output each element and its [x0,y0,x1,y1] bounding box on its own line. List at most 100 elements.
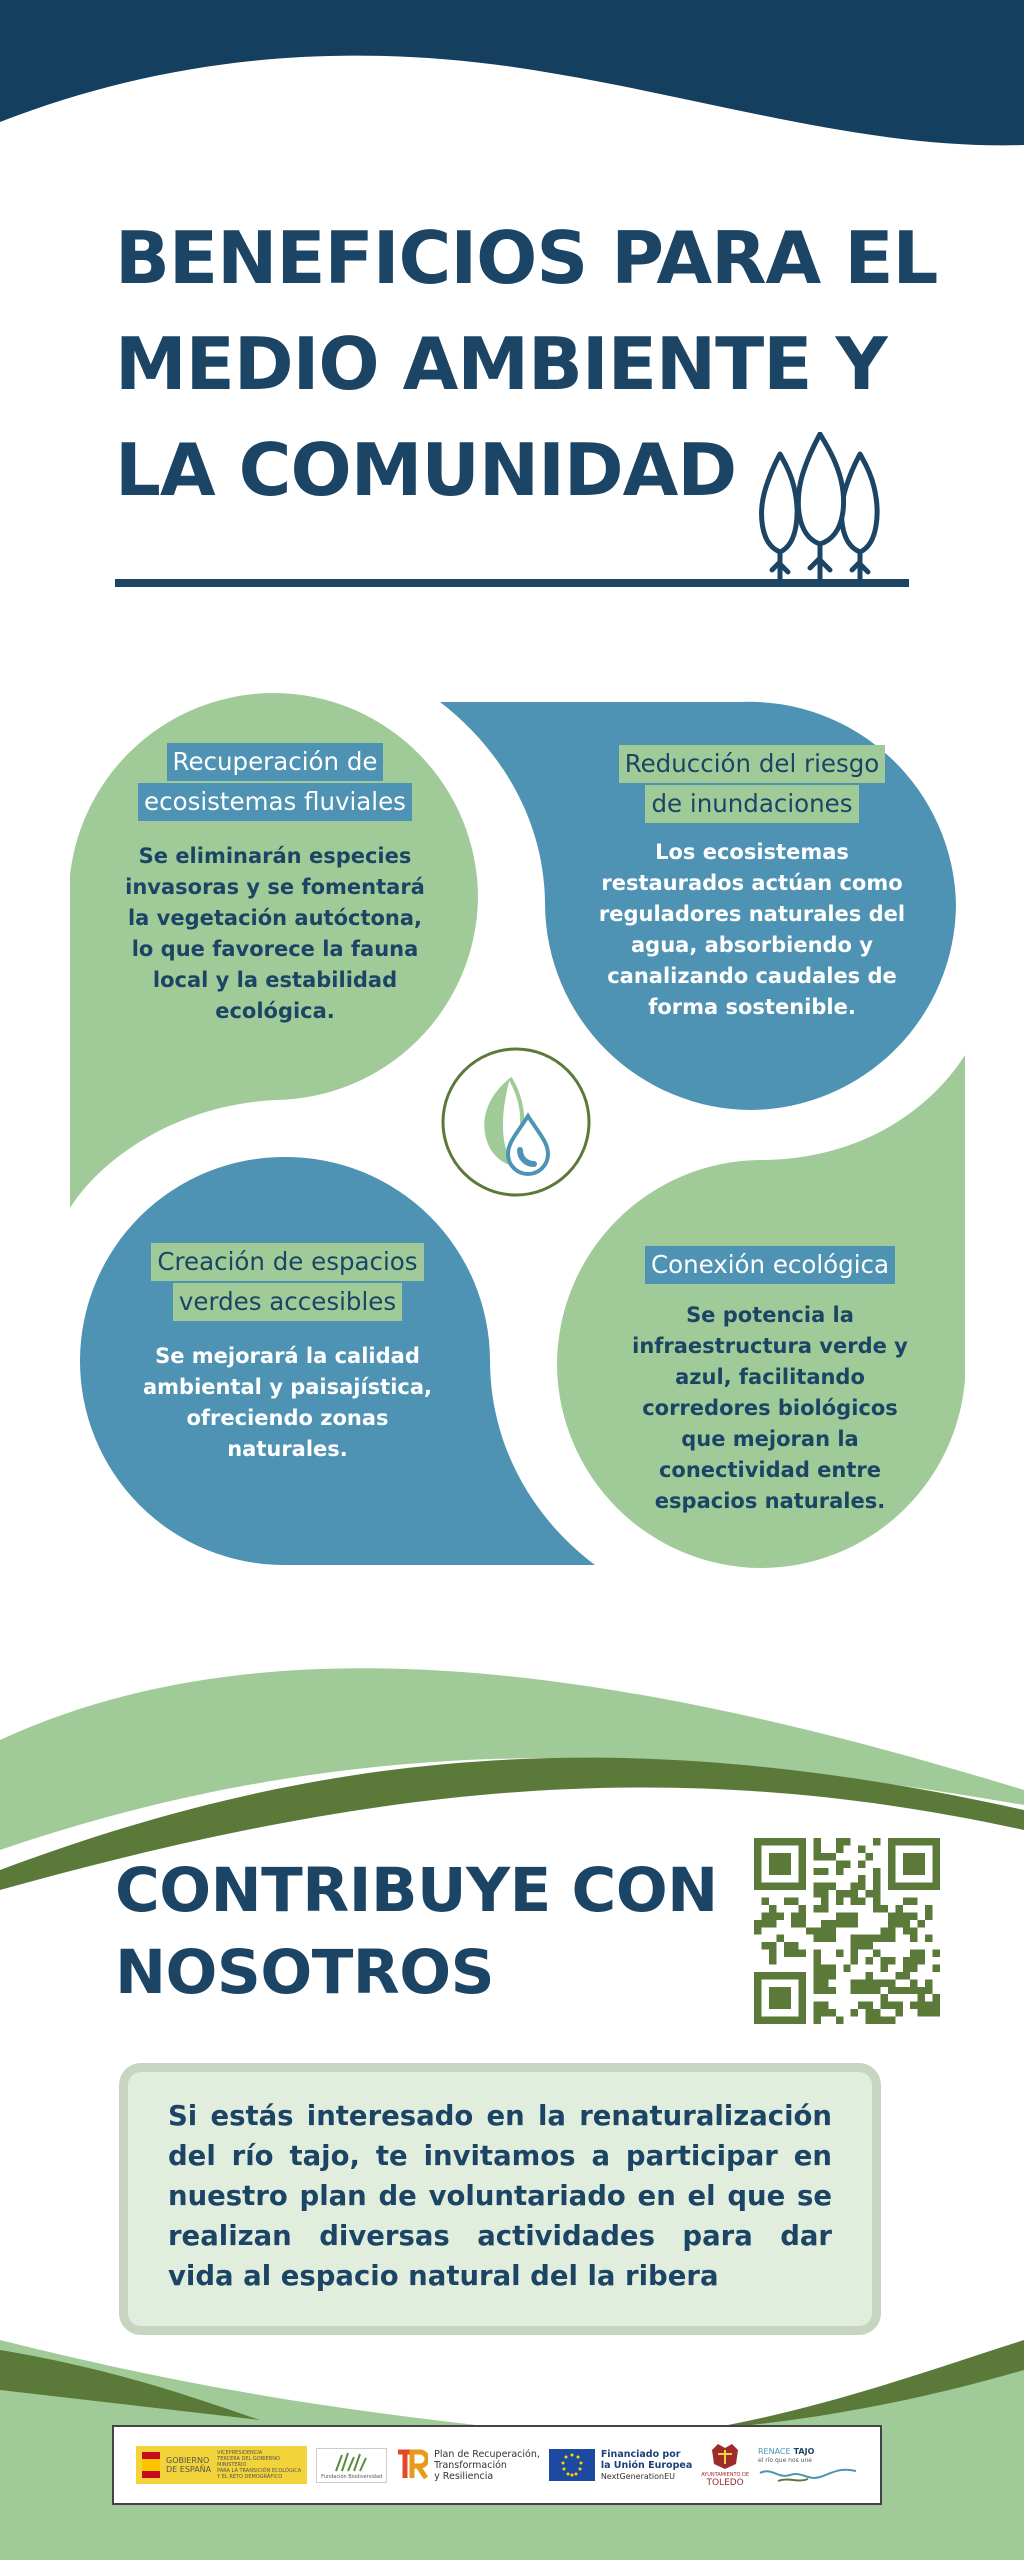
qr-module [791,1882,799,1891]
page-title: BENEFICIOS PARA EL MEDIO AMBIENTE Y LA C… [115,205,938,523]
qr-module [820,1979,829,1987]
qr-module [761,1971,769,1980]
qr-module [776,2001,784,2010]
qr-module [932,1867,940,1876]
qr-module [873,1904,881,1913]
qr-module [798,1949,807,1958]
benefit-text-line: lo que favorece la fauna [131,937,419,961]
qr-module [813,1867,821,1876]
qr-module [873,1934,881,1943]
qr-module [917,1994,926,2002]
qr-module [895,1838,903,1846]
logo-text-line: GOBIERNO [166,2456,210,2465]
qr-module [828,2009,836,2017]
qr-module [813,1882,821,1891]
qr-module [761,2016,769,2024]
qr-module [835,1912,844,1920]
qr-module [783,1867,792,1876]
benefit-title: Reducción del riesgo [618,745,886,783]
qr-module [820,1964,829,1972]
logo-text-line: VICEPRESIDENCIA [217,2450,263,2456]
qr-module [791,2016,799,2024]
qr-module [850,2009,859,2017]
benefit-text-line: azul, facilitando [675,1365,865,1389]
qr-module [754,1927,762,1935]
qr-module [791,1897,799,1905]
qr-module [798,2009,807,2017]
benefit-title-line: verdes accesibles [178,1287,397,1316]
qr-module [754,2009,762,2017]
qr-module [902,1971,911,1980]
qr-module [843,1912,851,1920]
qr-module [895,1904,903,1913]
qr-module [776,1860,784,1868]
qr-module [813,1979,821,1987]
qr-module [754,2001,762,2010]
logo-text-line: NextGenerationEU [600,2471,675,2481]
logo-text-line: y Resiliencia [434,2470,494,2482]
qr-module [820,1971,829,1980]
benefit-description: Se potencia la infraestructura verde y a… [585,1300,955,1517]
qr-module [754,1852,762,1861]
qr-module [887,1986,896,1995]
qr-module [798,1875,807,1883]
ministerio-label: VICEPRESIDENCIA TERCERA DEL GOBIERNO MIN… [217,2450,301,2480]
qr-module [761,1912,769,1920]
benefit-card-green-spaces: Creación de espacios verdes accesibles S… [100,1243,475,1465]
qr-module [813,1957,821,1965]
qr-module [783,2016,792,2024]
cta-title-line: CONTRIBUYE CON [115,1855,718,1926]
qr-module [902,1912,911,1920]
qr-module [895,1986,903,1995]
qr-module [865,1934,874,1943]
qr-module [776,1971,784,1980]
qr-module [887,1852,896,1861]
qr-module [761,1942,769,1950]
benefit-card-connection: Conexión ecológica Se potencia la infrae… [585,1246,955,1517]
qr-module [776,1852,784,1861]
qr-module [835,1890,844,1898]
logo-text-line: Fundación Biodiversidad [321,2473,383,2480]
qr-module [776,1934,784,1943]
logo-text-line: TAJO [793,2447,815,2456]
qr-module [910,1838,918,1846]
logo-text-line: Plan de Recuperación, [434,2448,540,2460]
qr-module [932,1964,940,1972]
tr-logo-icon [398,2449,429,2480]
logo-text-line: TERCERA DEL GOBIERNO [217,2456,280,2462]
qr-module [932,1875,940,1883]
qr-module [858,2001,866,2010]
qr-module [761,1919,769,1928]
qr-code-icon[interactable] [754,1838,940,2024]
qr-module [887,1838,896,1846]
benefit-title-line: ecosistemas fluviales [144,787,406,816]
qr-module [858,1882,866,1891]
qr-module [917,1957,926,1965]
qr-module [925,2001,933,2010]
benefit-text-line: infraestructura verde y [632,1334,908,1358]
qr-module [932,2001,940,2010]
qr-module [917,1838,926,1846]
river-line-icon [759,2468,857,2482]
qr-module [754,1838,762,1846]
qr-module [925,2009,933,2017]
qr-module [902,1957,911,1965]
qr-module [887,1912,896,1920]
qr-module [873,1890,881,1898]
qr-module [754,1986,762,1995]
logo-text-line: Y EL RETO DEMOGRÁFICO [217,2474,283,2480]
qr-module [783,1897,792,1905]
qr-module [902,1867,911,1876]
qr-module [798,1971,807,1980]
benefit-text-line: Se potencia la [686,1303,854,1327]
qr-module [776,1838,784,1846]
qr-module [798,1867,807,1876]
qr-module [798,1919,807,1928]
qr-module [850,1979,859,1987]
qr-module [925,1904,933,1913]
qr-module [754,1882,762,1891]
qr-module [754,1867,762,1876]
benefit-title-line: de inundaciones [651,789,853,818]
qr-module [835,1867,844,1876]
qr-module [858,1942,866,1950]
